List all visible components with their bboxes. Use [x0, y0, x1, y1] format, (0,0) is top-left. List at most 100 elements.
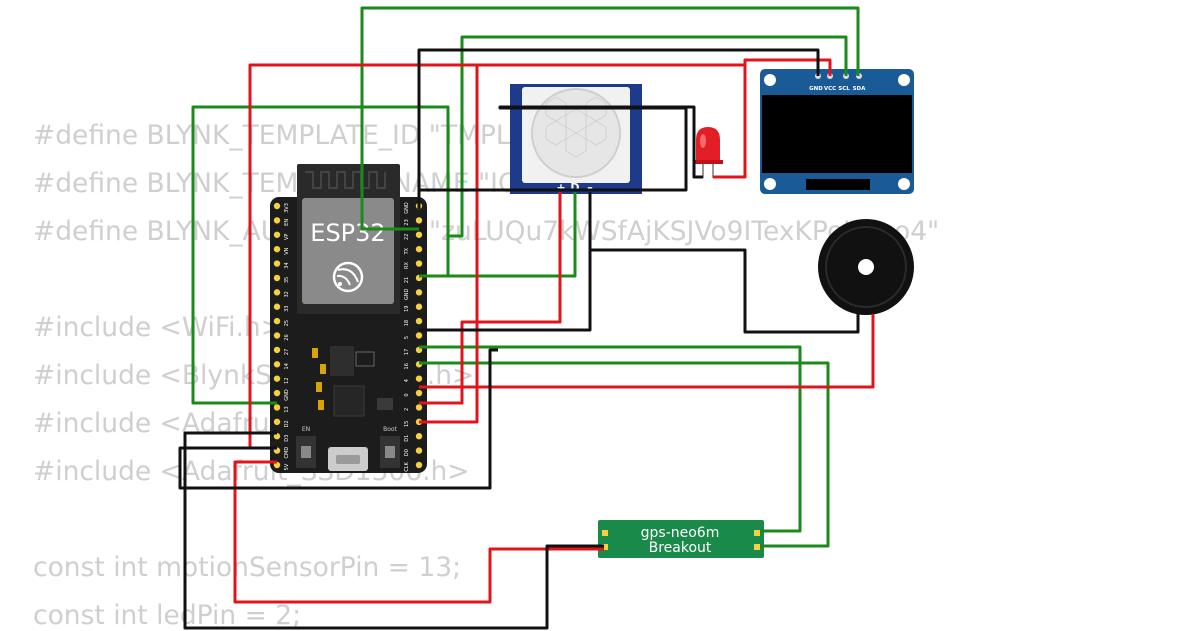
gps-module: gps-neo6m Breakout — [598, 520, 764, 558]
esp32-pin — [415, 389, 423, 397]
esp32-pin — [415, 461, 423, 469]
wire-pir-gnd — [419, 192, 592, 332]
esp32-pin-label: CLK — [404, 462, 410, 472]
esp32-pin-label: 13 — [284, 406, 290, 412]
usb-chip — [333, 385, 365, 417]
esp32-pin — [273, 260, 281, 267]
wire-gps-gnd — [183, 431, 604, 630]
esp32-pin — [273, 389, 281, 397]
esp32-pin-label: 12 — [284, 377, 290, 383]
esp32-pin-label: GND — [404, 202, 410, 214]
esp32-pin — [415, 317, 423, 325]
esp32-pin-label: 2 — [404, 408, 410, 411]
gps-label-line2: Breakout — [649, 540, 712, 556]
wire-led-cathode — [419, 105, 703, 192]
wire-gps-rx — [419, 345, 802, 533]
wire-pir-vcc — [419, 192, 562, 405]
wire-gnd-loop — [178, 348, 498, 490]
esp32-pin — [415, 303, 423, 310]
esp32-pin-label: 26 — [284, 334, 290, 340]
wire-oled-vcc-top — [743, 58, 832, 76]
antenna-trace — [305, 171, 386, 189]
en-button-cap — [301, 446, 311, 458]
esp32-pin — [415, 231, 423, 238]
wire-sda — [360, 6, 860, 231]
led-smd-2 — [320, 364, 326, 374]
smd-component — [377, 398, 393, 410]
esp32-pin-label: TX — [404, 247, 410, 255]
micro-usb-opening — [336, 455, 360, 464]
oled-pin-label: GND — [809, 86, 823, 92]
wires — [178, 6, 875, 630]
oled-pin-label: SDA — [853, 86, 867, 92]
esp32-pin — [273, 375, 281, 382]
gps-pin — [754, 544, 760, 550]
led-rim — [693, 160, 723, 164]
led-smd-4 — [318, 400, 324, 410]
esp32-pin-label: 5 — [404, 336, 410, 339]
led-smd-3 — [316, 382, 322, 392]
pir-sensor: + D – — [510, 84, 642, 194]
esp32-pin — [415, 375, 423, 382]
esp32-pin-label: 21 — [404, 277, 410, 283]
buzzer-hole — [858, 259, 874, 275]
espressif-logo-icon — [332, 261, 364, 293]
esp32-pin-label: 5V — [284, 463, 290, 470]
boot-button-label: Boot — [383, 426, 397, 433]
esp32-pin-label: 23 — [404, 219, 410, 225]
esp32-pin — [415, 217, 423, 224]
esp32-pin-label: 0 — [404, 393, 410, 396]
esp32-title: ESP32 — [310, 219, 385, 247]
esp32-pin — [273, 361, 281, 368]
esp32-pin-label: VN — [284, 247, 290, 254]
esp32-pin — [273, 217, 281, 224]
buzzer — [818, 219, 914, 315]
boot-button-cap — [385, 446, 395, 458]
gps-label-line1: gps-neo6m — [641, 525, 720, 541]
esp32-pin-label: 14 — [284, 363, 290, 369]
oled-screen — [762, 95, 912, 173]
esp32-pin-label: 33 — [284, 306, 290, 312]
pir-pin-label: – — [587, 181, 593, 194]
esp32-pin — [273, 289, 281, 296]
red-led — [693, 127, 723, 178]
esp32-pin — [273, 231, 281, 238]
esp32-pin — [273, 303, 281, 310]
esp32-pin-label: D1 — [404, 435, 410, 442]
oled-pin-label: SCL — [838, 86, 850, 92]
en-button-label: EN — [302, 426, 310, 433]
mount-hole — [764, 178, 776, 190]
esp32-pin — [415, 260, 423, 267]
wire-gps-vcc — [233, 460, 604, 604]
esp32-pin — [273, 433, 281, 440]
esp32-pin-label: 15 — [404, 421, 410, 427]
esp32-pin-label: VP — [284, 234, 290, 240]
wire-buzzer-pos — [419, 314, 875, 389]
esp32-pin-label: 32 — [284, 291, 290, 297]
buzzer-ring — [825, 226, 907, 308]
esp32-pin — [415, 332, 423, 339]
esp32-board: ESP32 EN Boot 3V3ENVPVN34353233252627141… — [270, 164, 427, 473]
esp32-pin-label: EN — [284, 219, 290, 226]
regulator — [330, 346, 354, 376]
esp32-pin-label: CMD — [284, 447, 290, 459]
wire-gps-tx — [419, 361, 830, 548]
mount-hole — [764, 74, 776, 86]
esp32-pin-label: 3V3 — [284, 203, 290, 213]
wire-oled-gnd — [417, 48, 820, 209]
esp32-pin-label: 17 — [404, 349, 410, 355]
gps-pin — [602, 530, 608, 536]
oled-pin-label: VCC — [824, 86, 836, 92]
wire-pir-data — [419, 192, 577, 278]
gps-pcb — [598, 520, 764, 558]
esp32-pin-label: GND — [284, 389, 290, 401]
esp32-pin-label: RX — [404, 262, 410, 269]
oled-ribbon — [806, 179, 870, 190]
led-body — [696, 127, 720, 162]
esp32-pin-label: 34 — [284, 262, 290, 268]
esp32-pin — [415, 289, 423, 296]
wire-oled-vcc — [419, 65, 479, 424]
component-outline — [355, 351, 375, 367]
